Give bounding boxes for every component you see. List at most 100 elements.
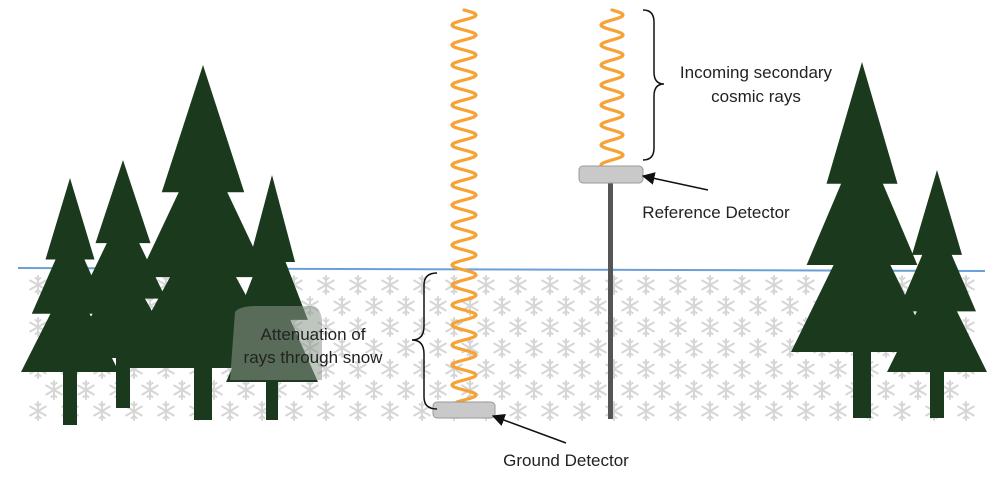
snowflake-icon bbox=[701, 359, 719, 379]
snowflake-icon bbox=[93, 401, 111, 421]
snowflake-icon bbox=[221, 401, 239, 421]
snowflake-icon bbox=[477, 359, 495, 379]
snowflake-icon bbox=[509, 275, 527, 295]
snowflake-icon bbox=[557, 338, 575, 358]
snowflake-icon bbox=[525, 380, 543, 400]
snowflake-icon bbox=[397, 380, 415, 400]
snowflake-icon bbox=[493, 380, 511, 400]
snowflake-icon bbox=[237, 380, 255, 400]
snowflake-icon bbox=[429, 338, 447, 358]
snowflake-icon bbox=[397, 338, 415, 358]
snowflake-icon bbox=[589, 338, 607, 358]
snowflake-icon bbox=[493, 338, 511, 358]
snowflake-icon bbox=[45, 380, 63, 400]
snowflake-icon bbox=[509, 317, 527, 337]
snowflake-icon bbox=[749, 380, 767, 400]
snowflake-icon bbox=[413, 317, 431, 337]
snowflake-icon bbox=[333, 380, 351, 400]
snowflake-icon bbox=[669, 275, 687, 295]
snowflake-icon bbox=[877, 380, 895, 400]
snowflake-icon bbox=[653, 380, 671, 400]
snowflake-icon bbox=[621, 296, 639, 316]
snowflake-icon bbox=[525, 296, 543, 316]
snowflake-icon bbox=[749, 338, 767, 358]
snowflake-icon bbox=[749, 296, 767, 316]
snowflake-icon bbox=[349, 401, 367, 421]
snowflake-icon bbox=[573, 401, 591, 421]
incoming-rays-brace bbox=[642, 9, 665, 161]
snowflake-icon bbox=[317, 275, 335, 295]
snowflake-icon bbox=[685, 380, 703, 400]
snowflake-icon bbox=[717, 296, 735, 316]
snowflake-icon bbox=[381, 317, 399, 337]
snowflake-icon bbox=[765, 317, 783, 337]
snowflake-icon bbox=[541, 317, 559, 337]
snowflake-icon bbox=[637, 401, 655, 421]
snowflake-icon bbox=[349, 275, 367, 295]
snowflake-icon bbox=[957, 401, 975, 421]
snowflake-icon bbox=[621, 380, 639, 400]
snowflake-icon bbox=[317, 401, 335, 421]
snowflake-icon bbox=[525, 338, 543, 358]
snowflake-icon bbox=[413, 359, 431, 379]
snowflake-icon bbox=[637, 359, 655, 379]
snowflake-icon bbox=[157, 401, 175, 421]
snowflake-icon bbox=[813, 380, 831, 400]
snowflake-icon bbox=[653, 296, 671, 316]
snowflake-icon bbox=[733, 317, 751, 337]
snowflake-icon bbox=[653, 338, 671, 358]
snowflake-icon bbox=[797, 401, 815, 421]
forest bbox=[21, 62, 987, 425]
snowflake-icon bbox=[557, 380, 575, 400]
snowflake-icon bbox=[541, 359, 559, 379]
ground-detector-label: Ground Detector bbox=[503, 451, 629, 470]
snowflake-icon bbox=[365, 380, 383, 400]
attenuation-label-backdrop bbox=[230, 306, 322, 380]
snowflake-icon bbox=[797, 275, 815, 295]
snowflake-icon bbox=[765, 275, 783, 295]
snowflake-icon bbox=[429, 296, 447, 316]
cosmic-ray-wave-icon bbox=[450, 8, 478, 404]
snowflake-icon bbox=[669, 359, 687, 379]
snowflake-icon bbox=[173, 380, 191, 400]
snowflake-icon bbox=[573, 359, 591, 379]
snowflake-icon bbox=[573, 317, 591, 337]
snowflake-icon bbox=[893, 401, 911, 421]
snowflake-icon bbox=[733, 401, 751, 421]
snowflake-icon bbox=[717, 338, 735, 358]
snowflake-icon bbox=[701, 317, 719, 337]
snowflake-icon bbox=[413, 275, 431, 295]
snowflake-icon bbox=[509, 401, 527, 421]
snowflake-icon bbox=[589, 380, 607, 400]
pine-tree-icon bbox=[887, 170, 987, 418]
snowflake-icon bbox=[765, 359, 783, 379]
snowflake-icon bbox=[445, 275, 463, 295]
attenuation-label-line1: Attenuation of bbox=[261, 325, 366, 344]
reference-detector-label: Reference Detector bbox=[642, 203, 790, 222]
snowflake-icon bbox=[29, 401, 47, 421]
snowflake-icon bbox=[573, 275, 591, 295]
snowflake-icon bbox=[365, 296, 383, 316]
snowflake-icon bbox=[909, 380, 927, 400]
snowflake-icon bbox=[381, 275, 399, 295]
cosmic-ray-wave-icon bbox=[599, 8, 625, 168]
snowflake-icon bbox=[733, 359, 751, 379]
attenuation-brace bbox=[411, 272, 438, 410]
snowflake-icon bbox=[829, 359, 847, 379]
snowflake-icon bbox=[429, 380, 447, 400]
snowflake-icon bbox=[637, 317, 655, 337]
snowflake-icon bbox=[397, 296, 415, 316]
snowflake-icon bbox=[637, 275, 655, 295]
snowflake-icon bbox=[509, 359, 527, 379]
snowflake-icon bbox=[557, 296, 575, 316]
snowflake-icon bbox=[685, 338, 703, 358]
snowflake-icon bbox=[685, 296, 703, 316]
snowflake-icon bbox=[717, 380, 735, 400]
snowflake-icon bbox=[301, 380, 319, 400]
snowflake-icon bbox=[477, 275, 495, 295]
snowflake-icon bbox=[701, 275, 719, 295]
snowflake-icon bbox=[941, 380, 959, 400]
snowflake-icon bbox=[285, 401, 303, 421]
snowflake-icon bbox=[381, 359, 399, 379]
